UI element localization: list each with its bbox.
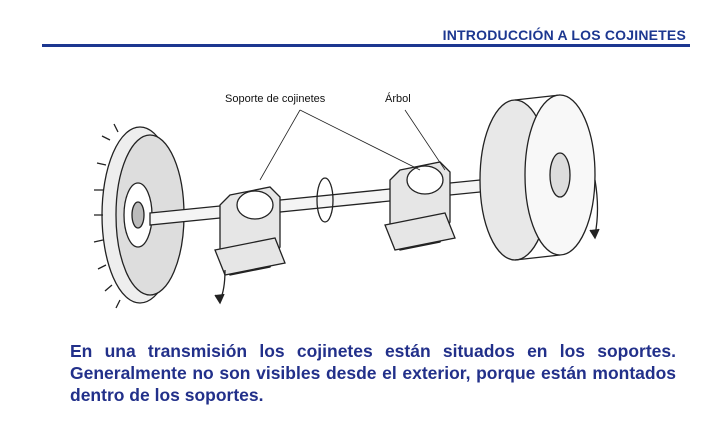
shaft-diagram: Soporte de cojinetes Árbol — [90, 85, 630, 325]
support-label: Soporte de cojinetes — [225, 93, 326, 105]
body-paragraph: En una transmisión los cojinetes están s… — [70, 341, 676, 405]
pulley-icon — [479, 94, 596, 261]
shaft-illustration — [93, 94, 600, 309]
page-title: INTRODUCCIÓN A LOS COJINETES — [442, 27, 686, 43]
rotation-arrow-icon — [594, 179, 599, 236]
shaft-label: Árbol — [385, 93, 411, 105]
bearing-support-left — [214, 186, 286, 276]
header-divider — [42, 44, 690, 47]
bearing-support-right — [384, 161, 456, 251]
